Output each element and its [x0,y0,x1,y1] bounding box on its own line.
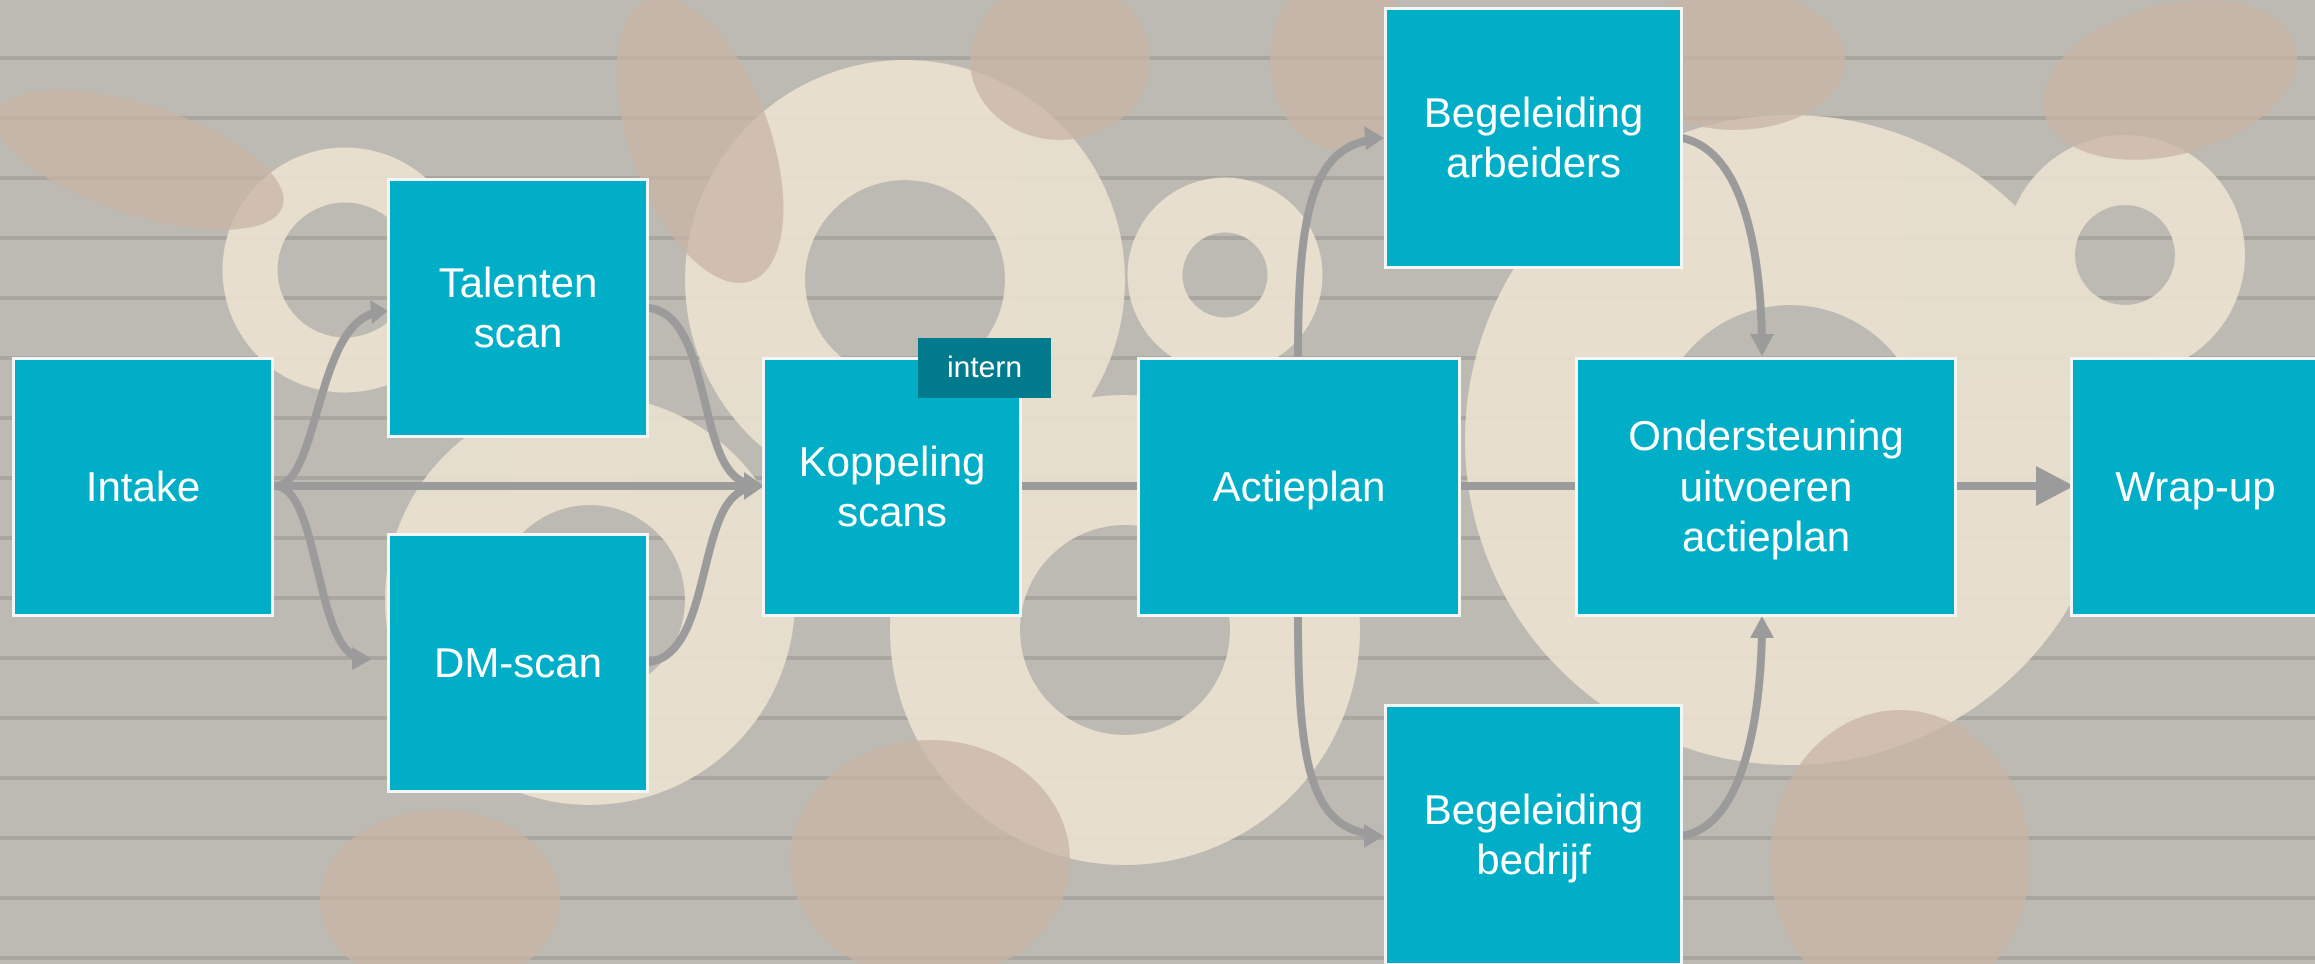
node-begeleiding-bedrijf: Begeleiding bedrijf [1384,704,1683,964]
node-dm-scan-label: DM-scan [433,638,603,686]
arrow-actieplan-to-bedrijf [1294,614,1374,838]
node-ondersteuning-label: Ondersteuning uitvoeren actieplan [1628,412,1904,561]
arrowhead [352,647,372,670]
intern-tag: intern [918,338,1051,398]
node-actieplan-label: Actieplan [1212,462,1386,510]
node-koppeling-scans: Koppeling scans [762,357,1022,617]
arrow-actieplan-to-arbeiders [1294,136,1374,362]
node-talenten-scan-label: Talenten scan [438,258,598,356]
node-ondersteuning: Ondersteuning uitvoeren actieplan [1575,357,1957,617]
node-actieplan: Actieplan [1137,357,1461,617]
node-talenten-scan: Talenten scan [387,178,649,438]
node-begeleiding-bedrijf-label: Begeleiding bedrijf [1423,785,1644,883]
arrowhead [370,300,388,324]
arrow-dmscan-to-koppeling [646,484,756,666]
arrow-bedrijf-to-ondersteuning [1678,628,1766,840]
node-intake: Intake [12,357,274,617]
arrowhead [1364,824,1384,848]
arrow-intake-to-talenten [271,308,384,490]
node-begeleiding-arbeiders-label: Begeleiding arbeiders [1423,88,1644,186]
arrow-intake-to-dmscan [271,482,366,662]
intern-tag-label: intern [946,351,1023,384]
arrowhead [1364,126,1384,150]
node-begeleiding-arbeiders: Begeleiding arbeiders [1384,7,1683,269]
arrowhead [1750,616,1774,638]
node-wrap-up: Wrap-up [2070,357,2315,617]
node-wrap-up-label: Wrap-up [2115,462,2276,510]
arrowhead [1750,334,1774,356]
arrow-arbeiders-to-ondersteuning [1678,134,1766,344]
arrow-talenten-to-koppeling [646,304,756,488]
node-intake-label: Intake [85,462,201,510]
connector-arrows [268,126,2074,848]
node-dm-scan: DM-scan [387,533,649,793]
arrowhead [2036,466,2074,506]
node-koppeling-scans-label: Koppeling scans [798,437,986,535]
